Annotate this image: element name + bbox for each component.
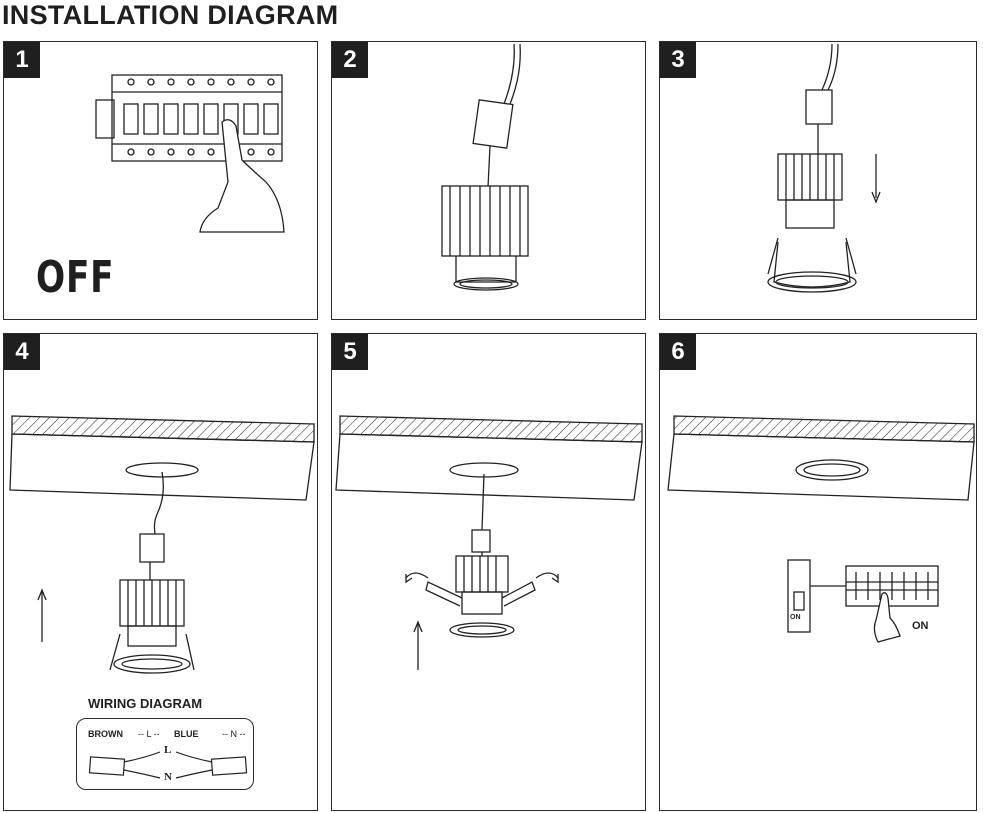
step-number: 5	[332, 334, 368, 370]
step-6-panel: 6 ON ON	[659, 333, 977, 811]
neutral-terminal-label: N	[164, 771, 172, 783]
page-title: INSTALLATION DIAGRAM	[2, 0, 339, 30]
step-4-panel: 4 WIRING DIAGRAM BROWN -- L -- BLUE -- N…	[3, 333, 318, 811]
push-into-ceiling-illustration	[335, 415, 643, 670]
downlight-with-driver-illustration	[441, 43, 529, 291]
step-2-panel: 2	[331, 41, 646, 320]
breaker-illustration	[95, 74, 285, 233]
step-1-panel: 1 OFF	[3, 41, 318, 320]
power-off-label: OFF	[36, 252, 115, 303]
live-dash-label: -- L --	[138, 729, 160, 739]
wiring-diagram-title: WIRING DIAGRAM	[88, 696, 203, 711]
step-5-panel: 5	[331, 333, 646, 811]
live-terminal-label: L	[164, 744, 172, 756]
brown-wire-label: BROWN	[88, 729, 123, 739]
step-number: 1	[4, 42, 40, 78]
light-into-trim-illustration	[767, 43, 881, 293]
step-3-panel: 3	[659, 41, 977, 320]
wiring-diagram-box	[76, 718, 254, 790]
neutral-dash-label: -- N --	[222, 729, 246, 739]
installed-power-on-illustration	[667, 415, 975, 643]
switch-on-label: ON	[790, 614, 801, 621]
blue-wire-label: BLUE	[174, 729, 199, 739]
step-number: 2	[332, 42, 368, 78]
step-number: 6	[660, 334, 696, 370]
ceiling-insert-illustration	[9, 415, 315, 779]
step-number: 4	[4, 334, 40, 370]
breaker-on-label: ON	[912, 620, 929, 632]
step-number: 3	[660, 42, 696, 78]
